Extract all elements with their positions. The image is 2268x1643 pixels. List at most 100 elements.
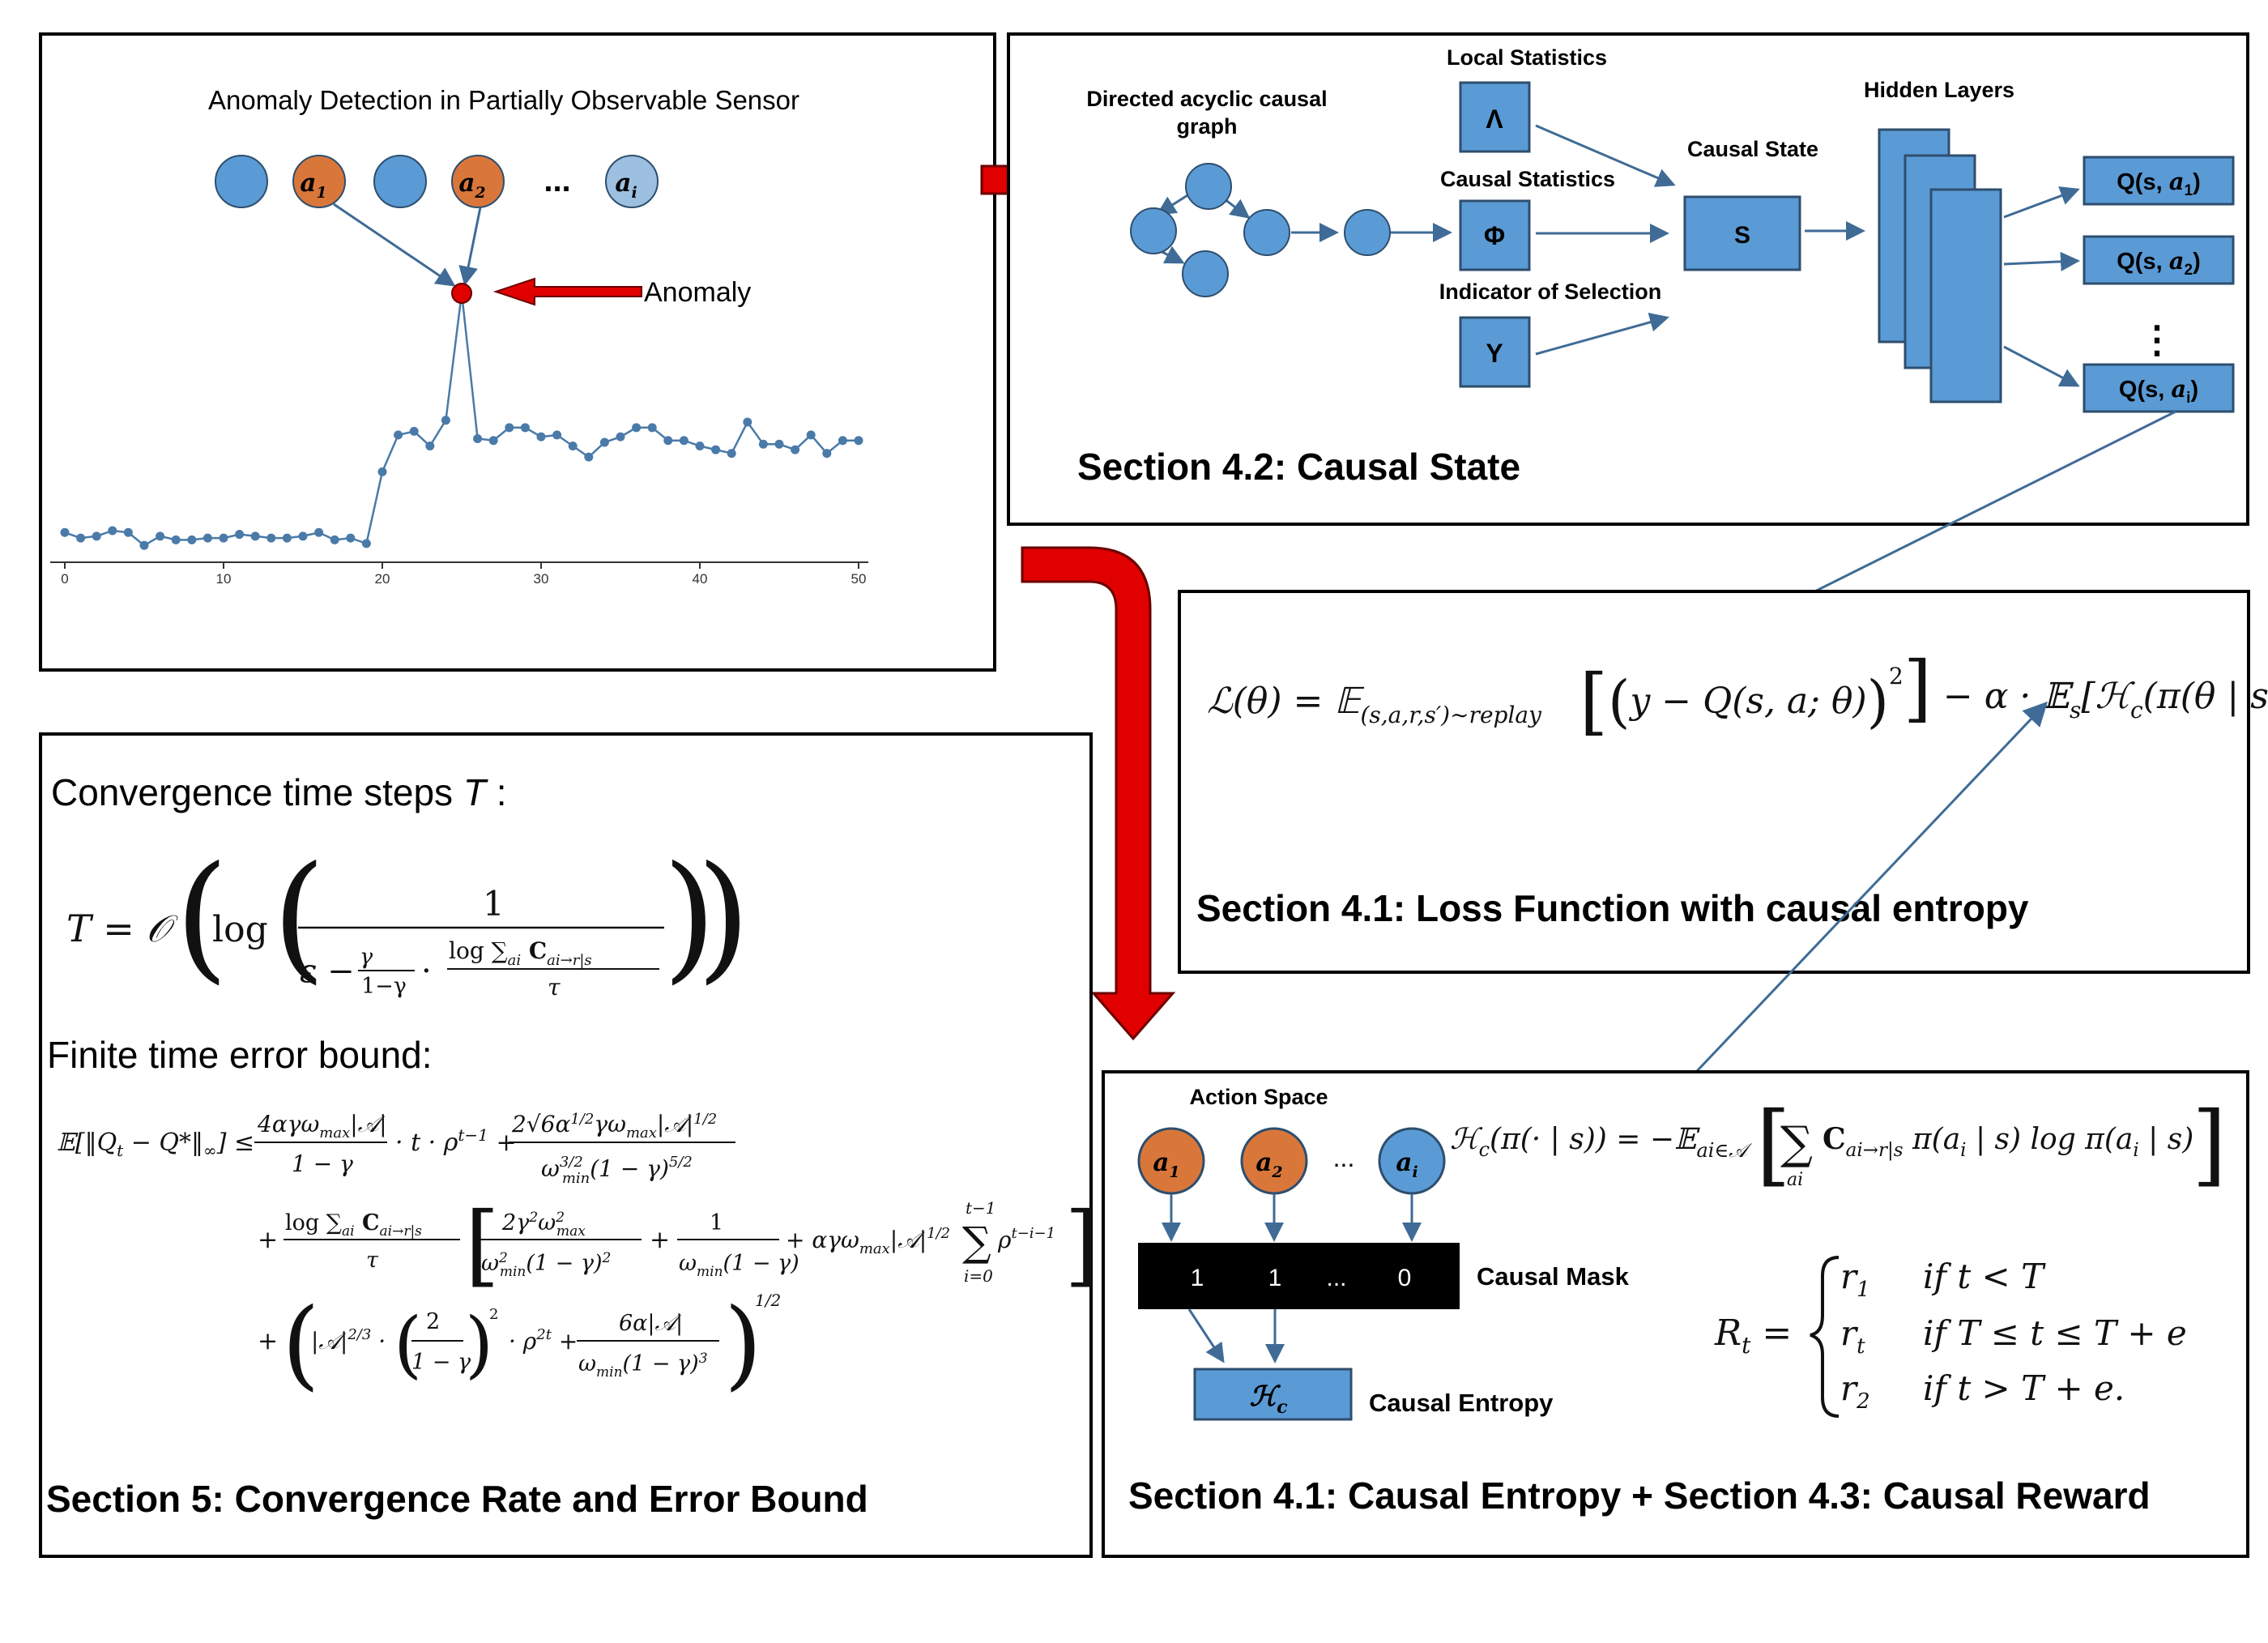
svg-text:1−γ: 1−γ: [361, 974, 407, 999]
causal-entropy-formula: ℋc(π(· | s)) = −𝔼ai∈𝒜 [ ∑ ai Cai→r|s π(a…: [1450, 1092, 2227, 1196]
sensor-data-point: [346, 533, 356, 543]
svg-text:1/2: 1/2: [755, 1291, 781, 1310]
sensor-data-point: [361, 539, 371, 548]
sensor-data-point: [584, 452, 594, 462]
sensor-data-point: [235, 530, 245, 540]
sensor-data-point: [822, 449, 832, 459]
sensor-data-point: [488, 436, 498, 446]
sensor-data-point: [854, 436, 863, 446]
mask-value: 1: [1268, 1265, 1282, 1291]
svg-text:2: 2: [489, 1306, 498, 1323]
sensor-node-a2: [451, 155, 505, 208]
dag-label-line1: Directed acyclic causal: [1086, 87, 1327, 111]
hidden-to-qi-arrow: [2003, 345, 2080, 387]
sensor-data-point: [76, 533, 86, 543]
x-axis-tick-label: 40: [693, 571, 708, 587]
svg-text:∑: ∑: [962, 1218, 991, 1265]
sensor-data-point: [520, 423, 530, 433]
mask-value: 1: [1191, 1265, 1204, 1291]
sensor-data-point: [156, 531, 165, 541]
q-output-a1-box: [2083, 156, 2235, 206]
svg-text:1: 1: [710, 1210, 723, 1235]
sensor-data-point: [219, 533, 228, 543]
q-output-ai-label: Q(s, ai): [2119, 375, 2198, 407]
action-node-a1: [1137, 1127, 1205, 1195]
anomaly-label: Anomaly: [644, 277, 751, 308]
sensor-data-point: [774, 439, 784, 449]
svg-text:[: [: [465, 1193, 500, 1296]
svg-text:): ): [465, 1302, 493, 1387]
dag-node: [1185, 163, 1232, 210]
dag-node: [1130, 207, 1177, 254]
svg-text:τ: τ: [548, 974, 561, 1001]
x-axis-tick-label: 30: [534, 571, 549, 587]
sensor-node-ellipsis: ...: [544, 163, 570, 198]
svg-text:i=0: i=0: [964, 1266, 993, 1286]
dag-edge: [1224, 198, 1251, 219]
sensor-data-point: [536, 432, 546, 442]
sensor-data-point: [552, 430, 562, 440]
svg-text:· t · ρt−1 +: · t · ρt−1 +: [395, 1125, 517, 1157]
panel-convergence-frame: [39, 732, 1093, 1558]
svg-text:[(y − Q(s, a; θ))2] − α · 𝔼s[: [(y − Q(s, a; θ))2] − α · 𝔼s[ℋc(π(θ | s)…: [1580, 646, 2268, 744]
sensor-data-point: [314, 527, 324, 537]
hidden-to-q2-arrow: [2003, 251, 2080, 271]
svg-text:2√6α1/2γωmax|𝒜|1/2: 2√6α1/2γωmax|𝒜|1/2: [511, 1111, 717, 1142]
svg-text:ai: ai: [1787, 1170, 1803, 1190]
flow-arrow-down-curved: [1021, 546, 1176, 1041]
sensor-data-point: [139, 540, 149, 550]
anomaly-pointer-arrow: [492, 277, 642, 306]
reward-brace: [1810, 1256, 1840, 1418]
local-statistics-label: Local Statistics: [1447, 45, 1607, 70]
lambda-to-state-arrow: [1535, 124, 1676, 187]
sensor-data-point: [330, 535, 339, 544]
sensor-data-point: [679, 436, 688, 446]
hidden-layers-label: Hidden Layers: [1864, 78, 2014, 102]
sensor-node-row: a1 a2 ... ai: [215, 155, 659, 208]
sensor-data-point: [616, 432, 625, 442]
sensor-data-point: [108, 526, 117, 536]
sensor-data-point: [599, 437, 609, 447]
loss-formula: ℒ(θ) = 𝔼(s,a,r,s′)∼replay [(y − Q(s, a; …: [1207, 646, 2268, 744]
action-nodes: a1 a2 ... ai: [1137, 1127, 1446, 1195]
sensor-data-point: [250, 531, 260, 541]
svg-text:]: ]: [1064, 1193, 1099, 1296]
q-output-vdots: ⋮: [2138, 318, 2176, 361]
hidden-layer: [1929, 188, 2002, 403]
svg-text:(: (: [282, 1288, 320, 1401]
panel-anomaly-frame: [39, 32, 996, 672]
mask-to-entropy-arrow: [1187, 1308, 1225, 1363]
lambda-symbol: Λ: [1486, 105, 1503, 134]
sensor-data-point: [266, 533, 276, 543]
sensor-data-point: [202, 533, 212, 543]
sensor-data-point: [409, 426, 419, 436]
entropy-to-loss-arrow: [1651, 701, 2048, 1120]
sensor-a2-to-anomaly-arrow: [458, 207, 482, 286]
svg-text:τ: τ: [366, 1248, 379, 1273]
svg-text:(: (: [175, 837, 228, 997]
phi-symbol: Φ: [1484, 221, 1505, 250]
svg-text:): ): [724, 1288, 762, 1401]
sensor-node-unobserved: [373, 155, 427, 208]
panel-loss-function: ℒ(θ) = 𝔼(s,a,r,s′)∼replay [(y − Q(s, a; …: [1178, 590, 2268, 974]
state-symbol: S: [1734, 222, 1750, 249]
svg-text:+: +: [258, 1226, 278, 1254]
sensor-data-point: [663, 436, 673, 446]
panel-convergence: Convergence time steps T : T = 𝒪 ( log (…: [39, 732, 1099, 1558]
svg-text:1: 1: [483, 884, 505, 924]
sensor-data-point: [425, 442, 435, 451]
svg-text:): ): [697, 837, 750, 997]
causal-reward-formula: Rt = r1 if t < T rt if T ≤ t ≤ T + e r2 …: [1714, 1256, 2187, 1418]
sensor-data-point: [743, 417, 752, 427]
sensor-data-point: [92, 531, 101, 541]
sensor-data-point: [298, 531, 308, 541]
y-symbol: Y: [1486, 339, 1503, 368]
anomaly-panel-title: Anomaly Detection in Partially Observabl…: [208, 85, 799, 115]
svg-text:𝔼[‖Qt − Q*‖∞] ≤: 𝔼[‖Qt − Q*‖∞] ≤: [57, 1129, 254, 1160]
svg-text:log: log: [212, 909, 268, 950]
sensor-data-point: [568, 442, 578, 451]
